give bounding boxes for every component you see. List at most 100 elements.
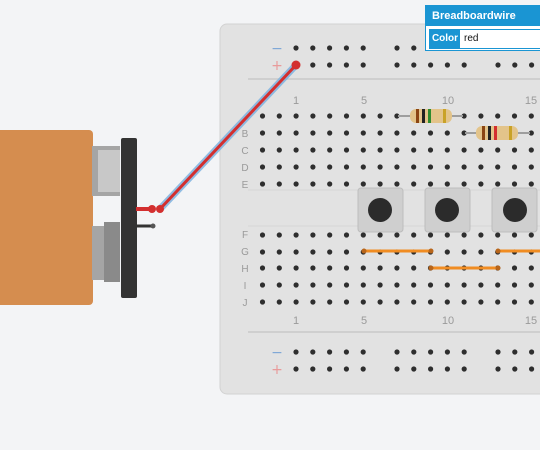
breadboard-hole[interactable] [394,349,400,355]
breadboard-hole[interactable] [276,265,282,271]
breadboard-hole[interactable] [276,181,282,187]
breadboard-hole[interactable] [394,265,400,271]
jumper-wire[interactable] [495,248,540,254]
breadboard-hole[interactable] [259,265,266,271]
breadboard-hole[interactable] [411,147,417,153]
breadboard-hole[interactable] [461,164,467,170]
breadboard-hole[interactable] [327,147,333,153]
breadboard-hole[interactable] [293,265,299,271]
breadboard-hole[interactable] [343,130,350,136]
breadboard-hole[interactable] [327,164,333,170]
breadboard-hole[interactable] [411,181,417,187]
resistor[interactable] [465,126,530,140]
breadboard-hole[interactable] [327,265,333,271]
battery[interactable] [0,130,137,305]
breadboard-hole[interactable] [310,181,316,187]
breadboard-hole[interactable] [461,249,467,255]
breadboard-hole[interactable] [444,147,450,153]
breadboard-hole[interactable] [511,232,518,238]
breadboard-hole[interactable] [259,147,266,153]
breadboard-hole[interactable] [343,113,350,119]
breadboard-hole[interactable] [360,349,366,355]
breadboard-hole[interactable] [327,45,333,51]
breadboard-hole[interactable] [343,45,349,51]
breadboard-hole[interactable] [461,181,467,187]
breadboard-hole[interactable] [327,113,333,119]
breadboard-hole[interactable] [428,62,434,68]
breadboard-hole[interactable] [528,113,534,119]
breadboard-hole[interactable] [360,299,366,305]
breadboard-hole[interactable] [293,366,299,372]
breadboard-hole[interactable] [343,249,350,255]
breadboard-hole[interactable] [377,164,383,170]
color-select[interactable]: red [464,33,479,44]
breadboard-hole[interactable] [427,282,434,288]
wire-inspector-panel[interactable]: Breadboardwire Color red [425,5,540,51]
breadboard-hole[interactable] [427,299,434,305]
breadboard-hole[interactable] [394,113,400,119]
breadboard-hole[interactable] [276,130,282,136]
breadboard-hole[interactable] [327,282,333,288]
breadboard-hole[interactable] [343,164,350,170]
breadboard-hole[interactable] [327,249,333,255]
breadboard-hole[interactable] [327,366,333,372]
breadboard-hole[interactable] [444,130,450,136]
breadboard-hole[interactable] [343,232,350,238]
breadboard-hole[interactable] [360,265,366,271]
breadboard-hole[interactable] [394,130,400,136]
breadboard-hole[interactable] [360,45,366,51]
breadboard-hole[interactable] [427,147,434,153]
breadboard-hole[interactable] [461,232,467,238]
breadboard-hole[interactable] [293,45,299,51]
breadboard-hole[interactable] [461,62,467,68]
breadboard-hole[interactable] [276,249,282,255]
breadboard-hole[interactable] [478,249,484,255]
breadboard-hole[interactable] [394,181,400,187]
breadboard-hole[interactable] [511,113,518,119]
breadboard-hole[interactable] [512,349,518,355]
breadboard-hole[interactable] [511,282,518,288]
breadboard-hole[interactable] [495,113,501,119]
breadboard-hole[interactable] [478,164,484,170]
breadboard-hole[interactable] [310,232,316,238]
breadboard-hole[interactable] [360,282,366,288]
breadboard-hole[interactable] [276,147,282,153]
breadboard-hole[interactable] [310,45,316,51]
breadboard-hole[interactable] [528,164,534,170]
jumper-wire[interactable] [361,248,434,254]
breadboard-hole[interactable] [427,232,434,238]
breadboard-hole[interactable] [444,282,450,288]
breadboard-hole[interactable] [310,265,316,271]
breadboard-hole[interactable] [495,366,501,372]
breadboard-hole[interactable] [511,181,518,187]
push-button[interactable] [424,187,471,233]
breadboard-hole[interactable] [327,62,333,68]
breadboard-hole[interactable] [528,299,534,305]
breadboard-hole[interactable] [529,349,535,355]
breadboard-hole[interactable] [394,45,400,51]
breadboard-hole[interactable] [343,366,349,372]
breadboard-hole[interactable] [411,45,417,51]
breadboard-hole[interactable] [478,147,484,153]
breadboard-hole[interactable] [529,366,535,372]
breadboard-hole[interactable] [444,299,450,305]
breadboard-hole[interactable] [394,232,400,238]
breadboard-hole[interactable] [411,366,417,372]
breadboard-hole[interactable] [394,62,400,68]
breadboard-hole[interactable] [276,282,282,288]
breadboard-hole[interactable] [461,349,467,355]
breadboard-hole[interactable] [327,349,333,355]
breadboard-hole[interactable] [327,299,333,305]
breadboard-hole[interactable] [327,130,333,136]
push-button[interactable] [491,187,538,233]
breadboard-hole[interactable] [428,366,434,372]
breadboard-hole[interactable] [495,164,501,170]
breadboard-hole[interactable] [276,164,282,170]
breadboard-hole[interactable] [343,265,350,271]
breadboard-hole[interactable] [310,62,316,68]
breadboard-hole[interactable] [444,62,450,68]
breadboard-hole[interactable] [461,299,467,305]
breadboard-hole[interactable] [394,299,400,305]
breadboard-hole[interactable] [444,181,450,187]
breadboard-hole[interactable] [293,349,299,355]
